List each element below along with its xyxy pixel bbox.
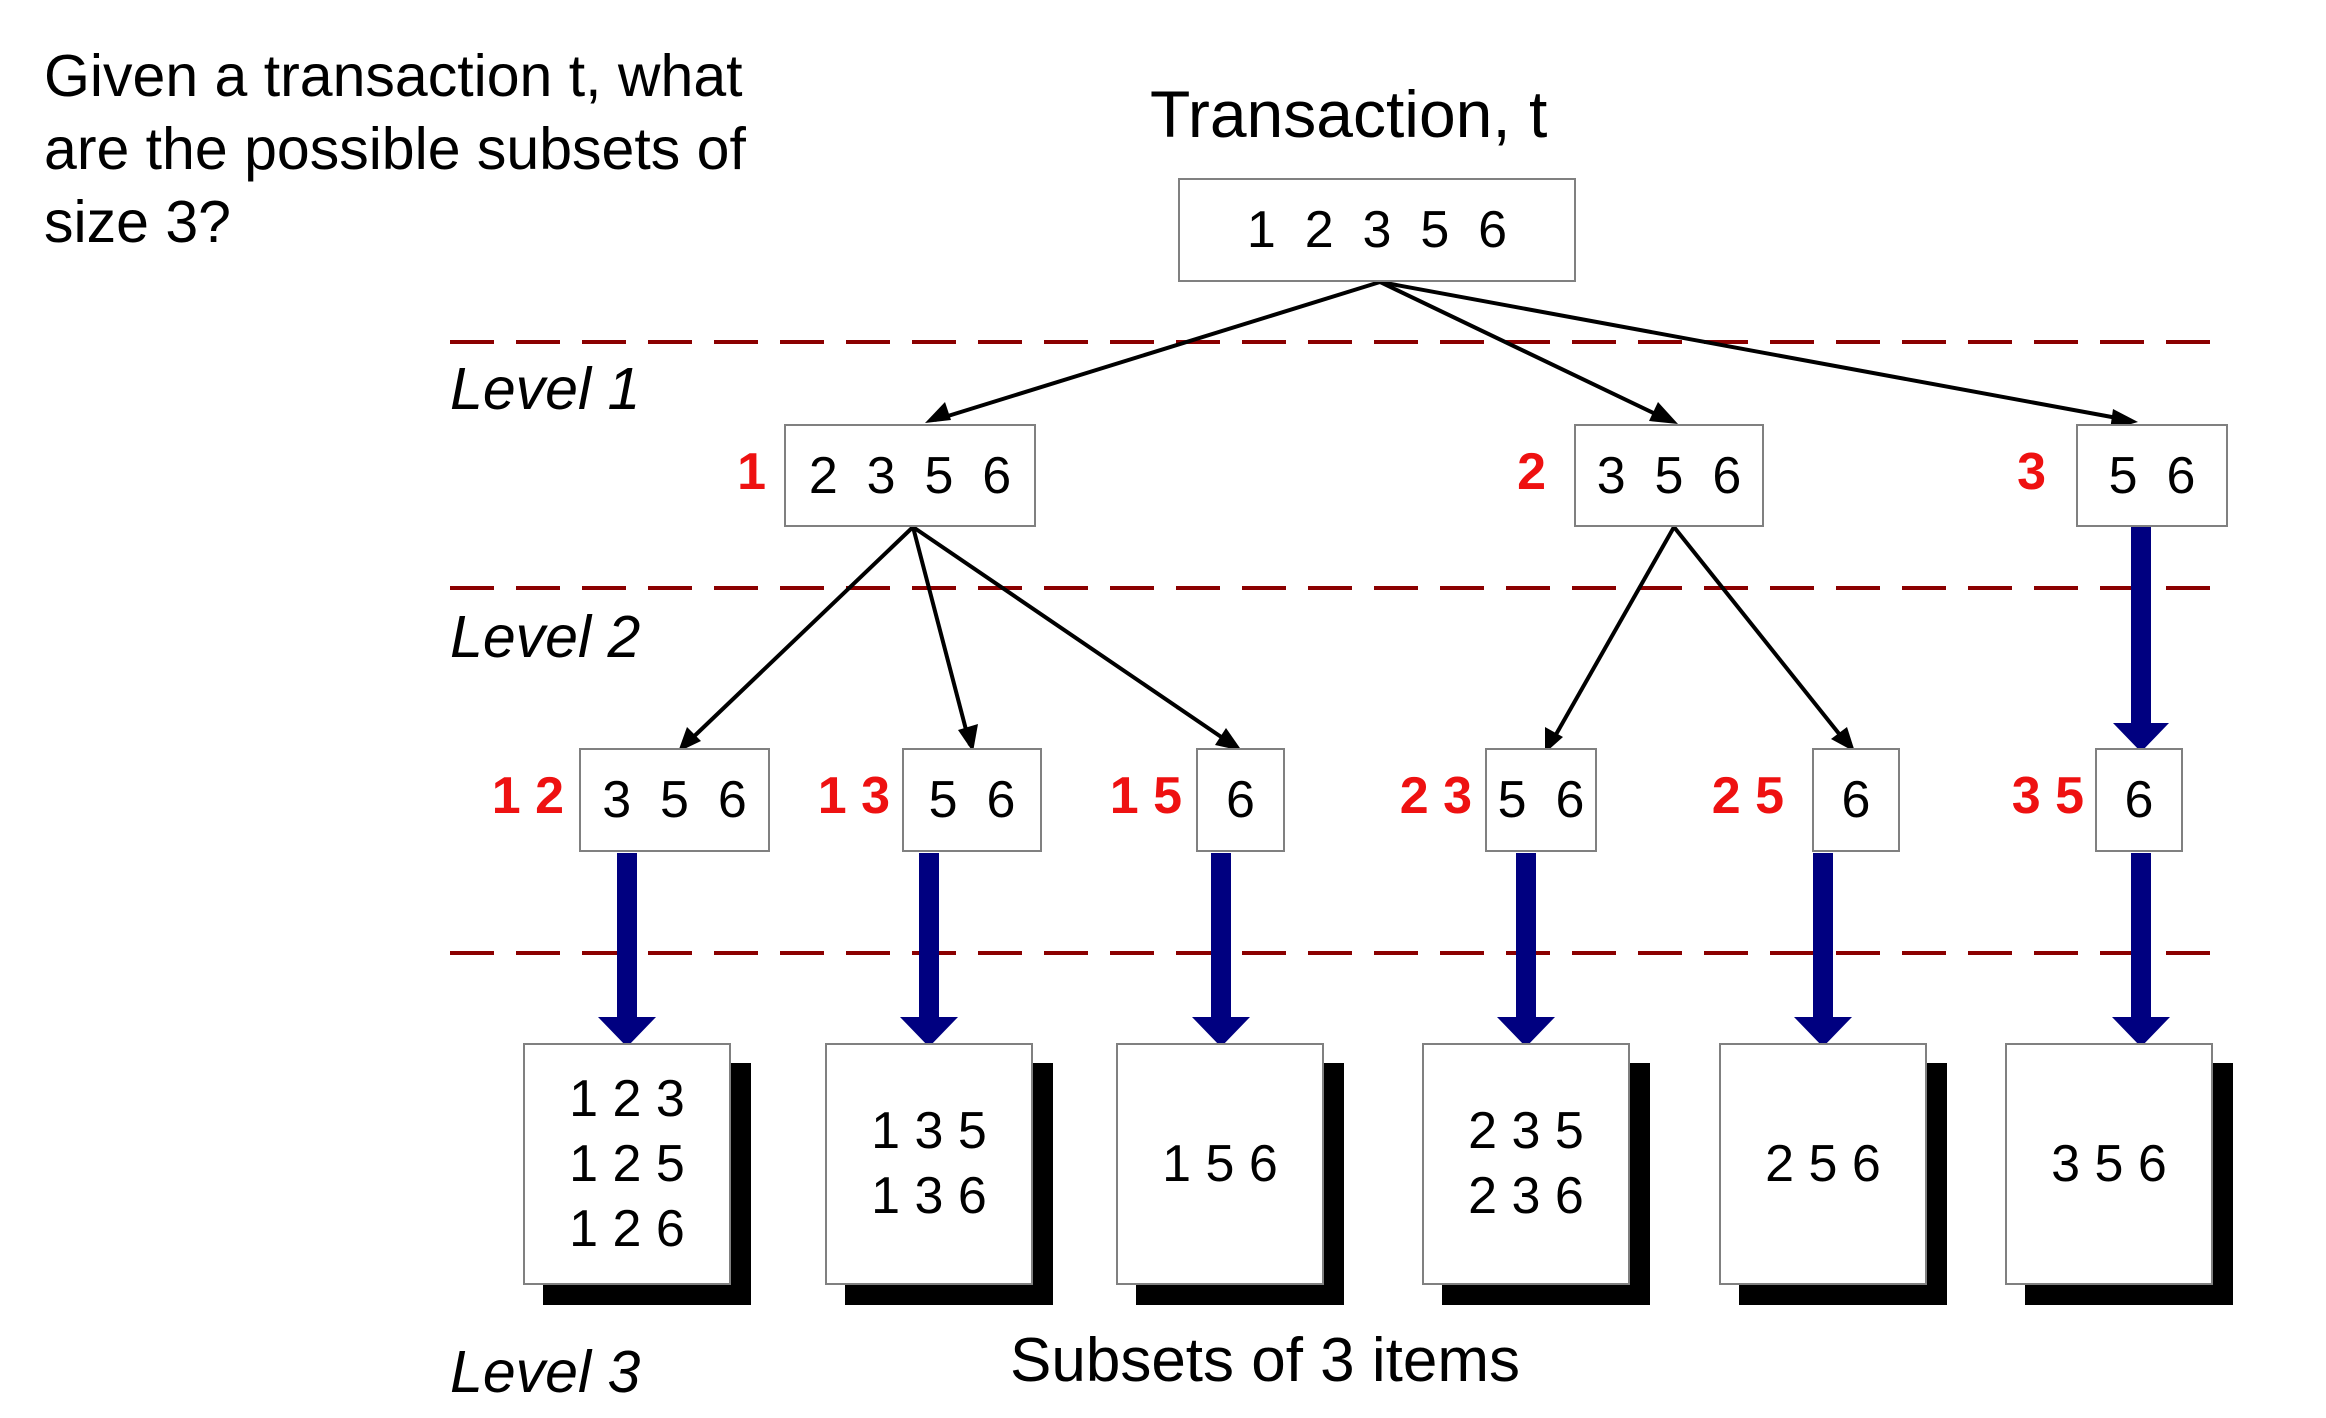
level2-prefix: 2 3 bbox=[1399, 767, 1472, 825]
level2-node: 6 bbox=[1196, 748, 1285, 852]
edge-2-to-25 bbox=[1672, 525, 1850, 747]
subset-leaf: 1 2 3 1 2 5 1 2 6 bbox=[523, 1043, 731, 1285]
subset-leaf: 3 5 6 bbox=[2005, 1043, 2213, 1285]
subset-leaf: 1 5 6 bbox=[1116, 1043, 1324, 1285]
arrowhead bbox=[925, 402, 951, 423]
level2-node: 5 6 bbox=[1485, 748, 1597, 852]
subset-leaf: 2 5 6 bbox=[1719, 1043, 1927, 1285]
level2-prefix: 1 3 bbox=[817, 767, 890, 825]
thick-arrow-leaf-4 bbox=[1516, 853, 1536, 1021]
level-2-label: Level 2 bbox=[450, 604, 641, 670]
thick-arrow-leaf-5 bbox=[1813, 853, 1833, 1021]
arrowhead bbox=[1649, 402, 1678, 424]
thick-arrowhead bbox=[598, 1017, 656, 1047]
subsets-caption: Subsets of 3 items bbox=[1010, 1326, 1521, 1395]
edge-1-to-15 bbox=[911, 525, 1235, 747]
thick-arrowhead bbox=[2113, 723, 2169, 752]
arrowhead bbox=[1831, 727, 1855, 752]
level2-node: 3 5 6 bbox=[579, 748, 770, 852]
question-text: Given a transaction t, what are the poss… bbox=[44, 43, 746, 255]
root-transaction-node: 1 2 3 5 6 bbox=[1178, 178, 1576, 282]
thick-arrow-leaf-1 bbox=[617, 853, 637, 1021]
level2-prefix: 2 5 bbox=[1711, 767, 1784, 825]
thick-arrowhead bbox=[900, 1017, 958, 1047]
thick-arrow-leaf-2 bbox=[919, 853, 939, 1021]
thick-arrowhead bbox=[1794, 1017, 1852, 1047]
level2-prefix: 1 2 bbox=[491, 767, 564, 825]
level1-node: 5 6 bbox=[2076, 424, 2228, 527]
arrowhead bbox=[1545, 727, 1563, 753]
edge-1-to-12 bbox=[683, 525, 915, 747]
level2-node: 6 bbox=[1812, 748, 1900, 852]
thick-arrowhead bbox=[1192, 1017, 1250, 1047]
thick-arrow-leaf-3 bbox=[1211, 853, 1231, 1021]
level2-prefix: 3 5 bbox=[2011, 767, 2084, 825]
diagram-title: Transaction, t bbox=[1150, 77, 1548, 151]
edge-2-to-23 bbox=[1548, 526, 1676, 746]
level1-prefix: 1 bbox=[737, 443, 766, 501]
thick-arrowhead bbox=[1497, 1017, 1555, 1047]
level1-prefix: 3 bbox=[2017, 443, 2046, 501]
edge-root-to-1 bbox=[934, 280, 1381, 422]
level1-prefix: 2 bbox=[1517, 443, 1546, 501]
edge-root-to-3 bbox=[1379, 280, 2129, 422]
thick-arrowhead bbox=[2112, 1017, 2170, 1047]
subset-leaf: 1 3 5 1 3 6 bbox=[825, 1043, 1033, 1285]
level2-node: 5 6 bbox=[902, 748, 1042, 852]
level-3-label: Level 3 bbox=[450, 1339, 641, 1405]
level2-node: 6 bbox=[2095, 748, 2183, 852]
level1-node: 2 3 5 6 bbox=[784, 424, 1036, 527]
edge-1-to-13 bbox=[911, 526, 972, 746]
arrowhead bbox=[1215, 728, 1242, 751]
thick-arrow-leaf-6 bbox=[2131, 853, 2151, 1021]
level-1-label: Level 1 bbox=[450, 356, 641, 422]
arrowhead bbox=[958, 724, 978, 752]
subset-leaf: 2 3 5 2 3 6 bbox=[1422, 1043, 1630, 1285]
thick-arrow-3-to-35 bbox=[2131, 527, 2151, 727]
edge-root-to-2 bbox=[1379, 280, 1669, 422]
level1-node: 3 5 6 bbox=[1574, 424, 1764, 527]
level2-prefix: 1 5 bbox=[1109, 767, 1182, 825]
arrowhead bbox=[678, 727, 701, 752]
